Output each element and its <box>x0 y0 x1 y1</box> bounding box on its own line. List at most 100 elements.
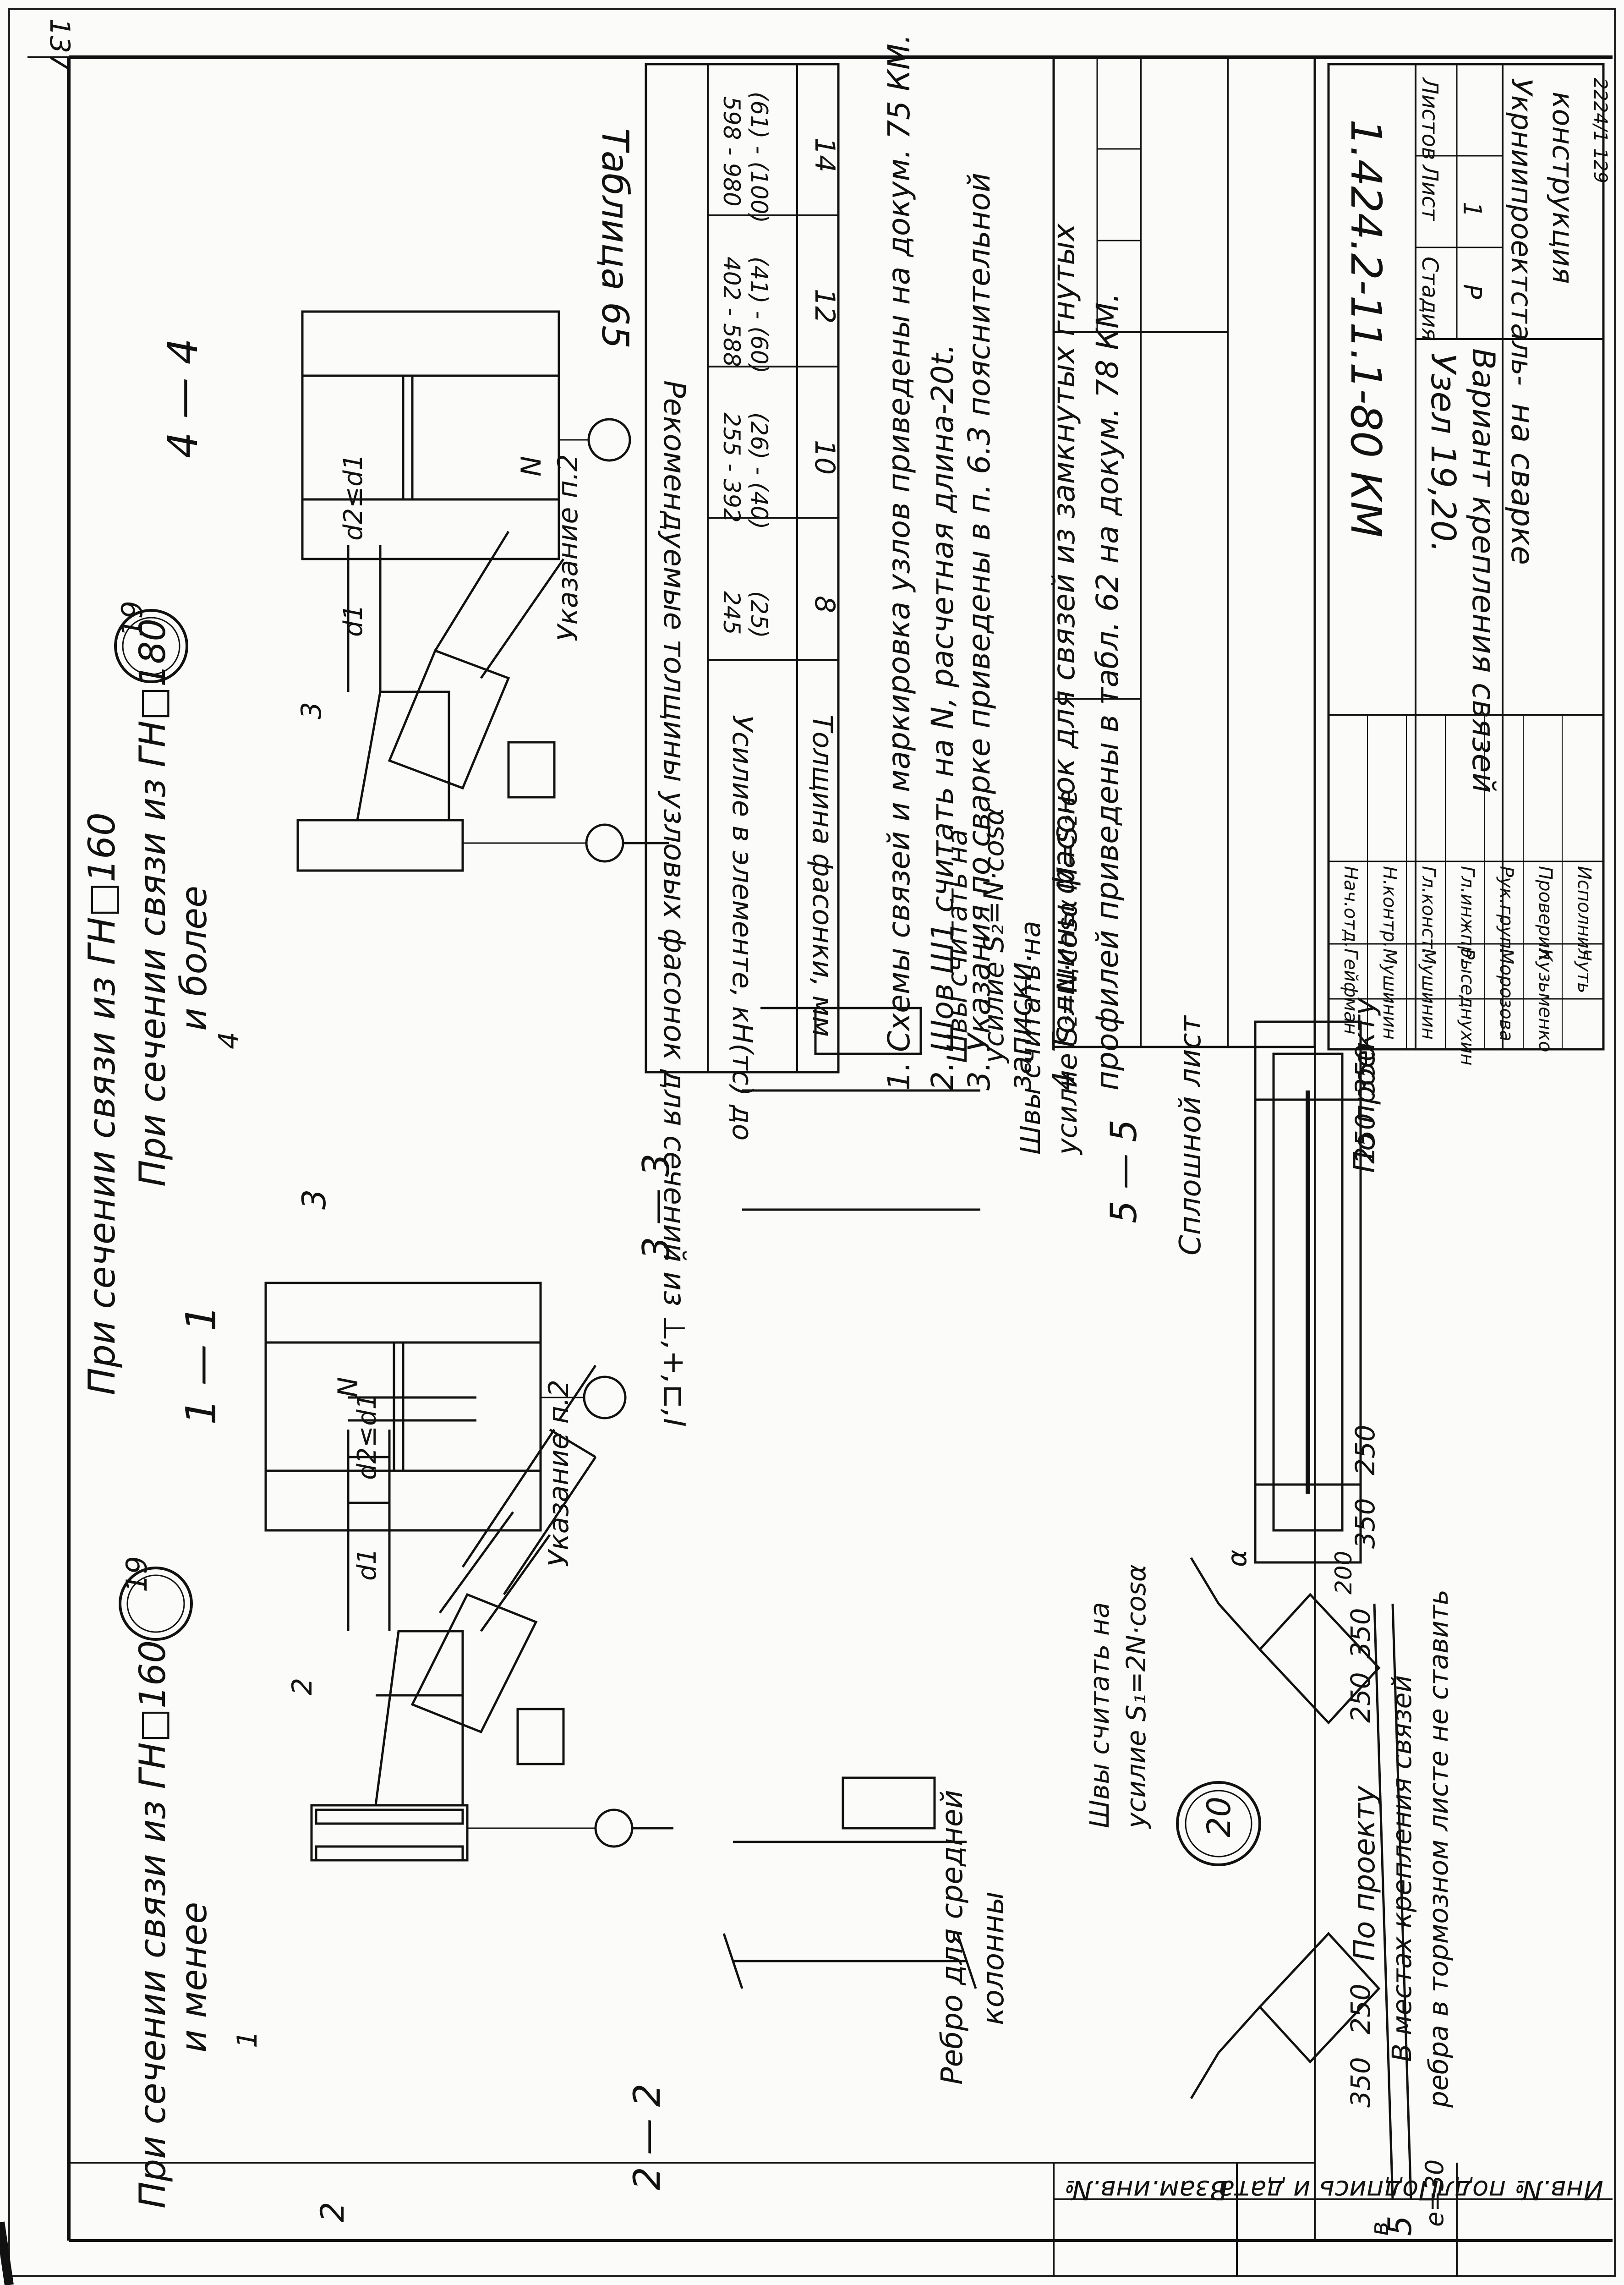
col-force: 598 - 980 <box>718 96 745 207</box>
sheet-header: Лист <box>1417 164 1443 222</box>
row2-label: Толщина фасонки, мм <box>806 715 838 1037</box>
sig-role: Рук.груп. <box>1496 866 1517 955</box>
stamp-strip: Инв.№ подл. Подпись и дата Взам.инв.№ <box>1053 2163 1613 2277</box>
node-19-small-marker: 19 <box>119 1556 193 1641</box>
solid-sheet: Сплошной лист <box>1174 1015 1208 1255</box>
small-d1: d1 <box>352 1548 382 1581</box>
sig-name: Гейфман <box>1340 948 1361 1035</box>
node-20-label: 20 <box>1200 1797 1238 1837</box>
dim-350-a: 350 <box>1345 2057 1376 2108</box>
sheet-value: 1 <box>1458 202 1487 217</box>
sig-name: Рыседнухин <box>1457 948 1478 1066</box>
note-2: 2. Шов Ш1 считать на N, расчетная длина-… <box>925 344 960 1090</box>
view-1-1 <box>264 1282 627 1532</box>
sheets-header: Листов <box>1417 77 1443 160</box>
note-1: 1. Схемы связей и маркировка узлов приве… <box>881 34 917 1090</box>
col-thickness: 12 <box>809 289 841 323</box>
large-note: Указание п.2 <box>552 454 584 641</box>
title-block-page <box>1327 63 1605 1051</box>
col-tf: (41) - (60) <box>746 257 772 373</box>
sig-name: Мушинин <box>1418 948 1439 1040</box>
stage-header: Стадия <box>1417 257 1443 341</box>
desc-2: на сварке <box>1504 403 1540 565</box>
stage-value: Р <box>1458 284 1487 299</box>
by-project-1: По проекту <box>1348 1785 1382 1961</box>
weld-3b: усилие S₂=N·cosα <box>978 807 1010 1064</box>
heading-large-2: и более <box>174 886 215 1031</box>
note-3b: записки. <box>1003 952 1038 1090</box>
note-4b: профилей приведены в табл. 62 на докум. … <box>1090 293 1125 1090</box>
strip-inv-no: Инв.№ подл. <box>1428 2175 1603 2206</box>
node-title: Узел 19,20. <box>1423 353 1463 553</box>
node-19-large-marker: 19 <box>114 601 188 683</box>
binding-mark <box>0 2221 14 2285</box>
by-project-2: По проекту <box>1348 997 1382 1173</box>
desc-1: Вариант крепления связей <box>1465 348 1501 793</box>
dim-350-c: 350 <box>1350 1498 1381 1549</box>
col-thickness: 10 <box>809 440 841 475</box>
strip-sign-date: Подпись и дата <box>1219 2175 1438 2206</box>
large-cut-3: 3 <box>295 702 328 719</box>
small-d2: d2≤d1 <box>352 1393 382 1480</box>
node-19-large-drawing <box>296 531 669 872</box>
view-1-1-label: 1 — 1 <box>177 1305 225 1425</box>
cut-5: 5 <box>1381 2215 1419 2236</box>
node-19-label: 19 <box>120 1556 153 1592</box>
view-4-4 <box>301 310 631 560</box>
weld-1b: усилие S₁=2N·cosα <box>1121 1564 1152 1829</box>
node20-note-2: ребра в тормозном листе не ставить <box>1423 1589 1454 2108</box>
rib-2: колонны <box>977 1891 1011 2025</box>
view-5-5 <box>1254 1020 1362 1564</box>
dim-200: 200 <box>1330 1551 1357 1595</box>
col-tf: (26) - (40) <box>746 412 772 529</box>
rotated-drawing: При сечении связи из ГН□160 <box>81 56 1316 1395</box>
org-2: конструкция <box>1546 92 1580 284</box>
weld-2b: усилие S₂=N·cosα M=S₂·e <box>1051 789 1083 1156</box>
large-cut-3b: 3 <box>295 1189 333 1210</box>
view-2-2 <box>722 1776 977 1989</box>
dim-250-c: 250 <box>1350 1425 1381 1475</box>
strip-replace-inv: Взам.инв.№ <box>1064 2175 1228 2206</box>
sig-role: Проверил <box>1535 866 1556 960</box>
small-cut-2b: 2 <box>314 2202 351 2222</box>
sig-role: Исполнил <box>1574 866 1595 960</box>
col-tf: (25) <box>746 591 772 638</box>
heading-small-1: При сечении связи из ГН□160 <box>132 1640 174 2208</box>
dim-350-b: 350 <box>1345 1608 1376 1659</box>
sig-name: Мушинин <box>1379 948 1400 1040</box>
rib-1: Ребро для средней <box>935 1790 969 2085</box>
sig-role: Гл.конст. <box>1418 866 1439 954</box>
sig-role: Нач.отд. <box>1340 866 1361 948</box>
note-4: 4. Толщины фасонок для связей из замкнут… <box>1046 223 1082 1090</box>
col-force: 402 - 588 <box>718 257 745 367</box>
note-3: 3. Указания по сварке приведены в п. 6.3… <box>962 173 997 1090</box>
view-2-2-label: 2 — 2 <box>626 2083 668 2190</box>
doc-code: 1.424.2-11.1-80 КМ <box>1341 119 1390 537</box>
col-thickness: 14 <box>809 137 841 172</box>
small-heading-1: При сечении связи из ГН□160 <box>81 812 123 1395</box>
col-force: 245 <box>718 591 745 635</box>
sig-name: Кузьменко <box>1535 948 1556 1052</box>
signature-rows: Нач.отд. Гейфман Н.контр. Мушинин Гл.кон… <box>1340 866 1595 1066</box>
col-force: 255 - 392 <box>718 412 745 523</box>
weld-3a: Швы считать на <box>941 829 973 1063</box>
alpha: α <box>1221 1550 1252 1567</box>
dim-e: e=30 <box>1420 2159 1449 2227</box>
dim-250-a: 250 <box>1345 1984 1376 2034</box>
large-force: N <box>515 456 547 477</box>
node-19-label-2: 19 <box>115 601 149 637</box>
table-caption: Рекомендуемые толщины узловых фасонок дл… <box>657 380 691 1427</box>
table-65 <box>645 63 840 1074</box>
dim-b: в <box>1365 2221 1394 2236</box>
outer-border <box>8 8 1616 2277</box>
node20-note-1: В местах крепления связей <box>1386 1675 1417 2062</box>
small-force: N <box>332 1377 364 1397</box>
sig-name: Морозова <box>1496 948 1517 1041</box>
view-5-5-label: 5 — 5 <box>1104 1119 1145 1223</box>
dim-250-d: 250 <box>1350 1113 1381 1164</box>
weld-2a: Швы считать на <box>1015 921 1047 1155</box>
heading-small-2: и менее <box>174 1902 215 2053</box>
node-20-marker: 20 <box>1176 1781 1261 1866</box>
row1-label: Усилие в элементе, кН(тс) до <box>726 715 758 1140</box>
